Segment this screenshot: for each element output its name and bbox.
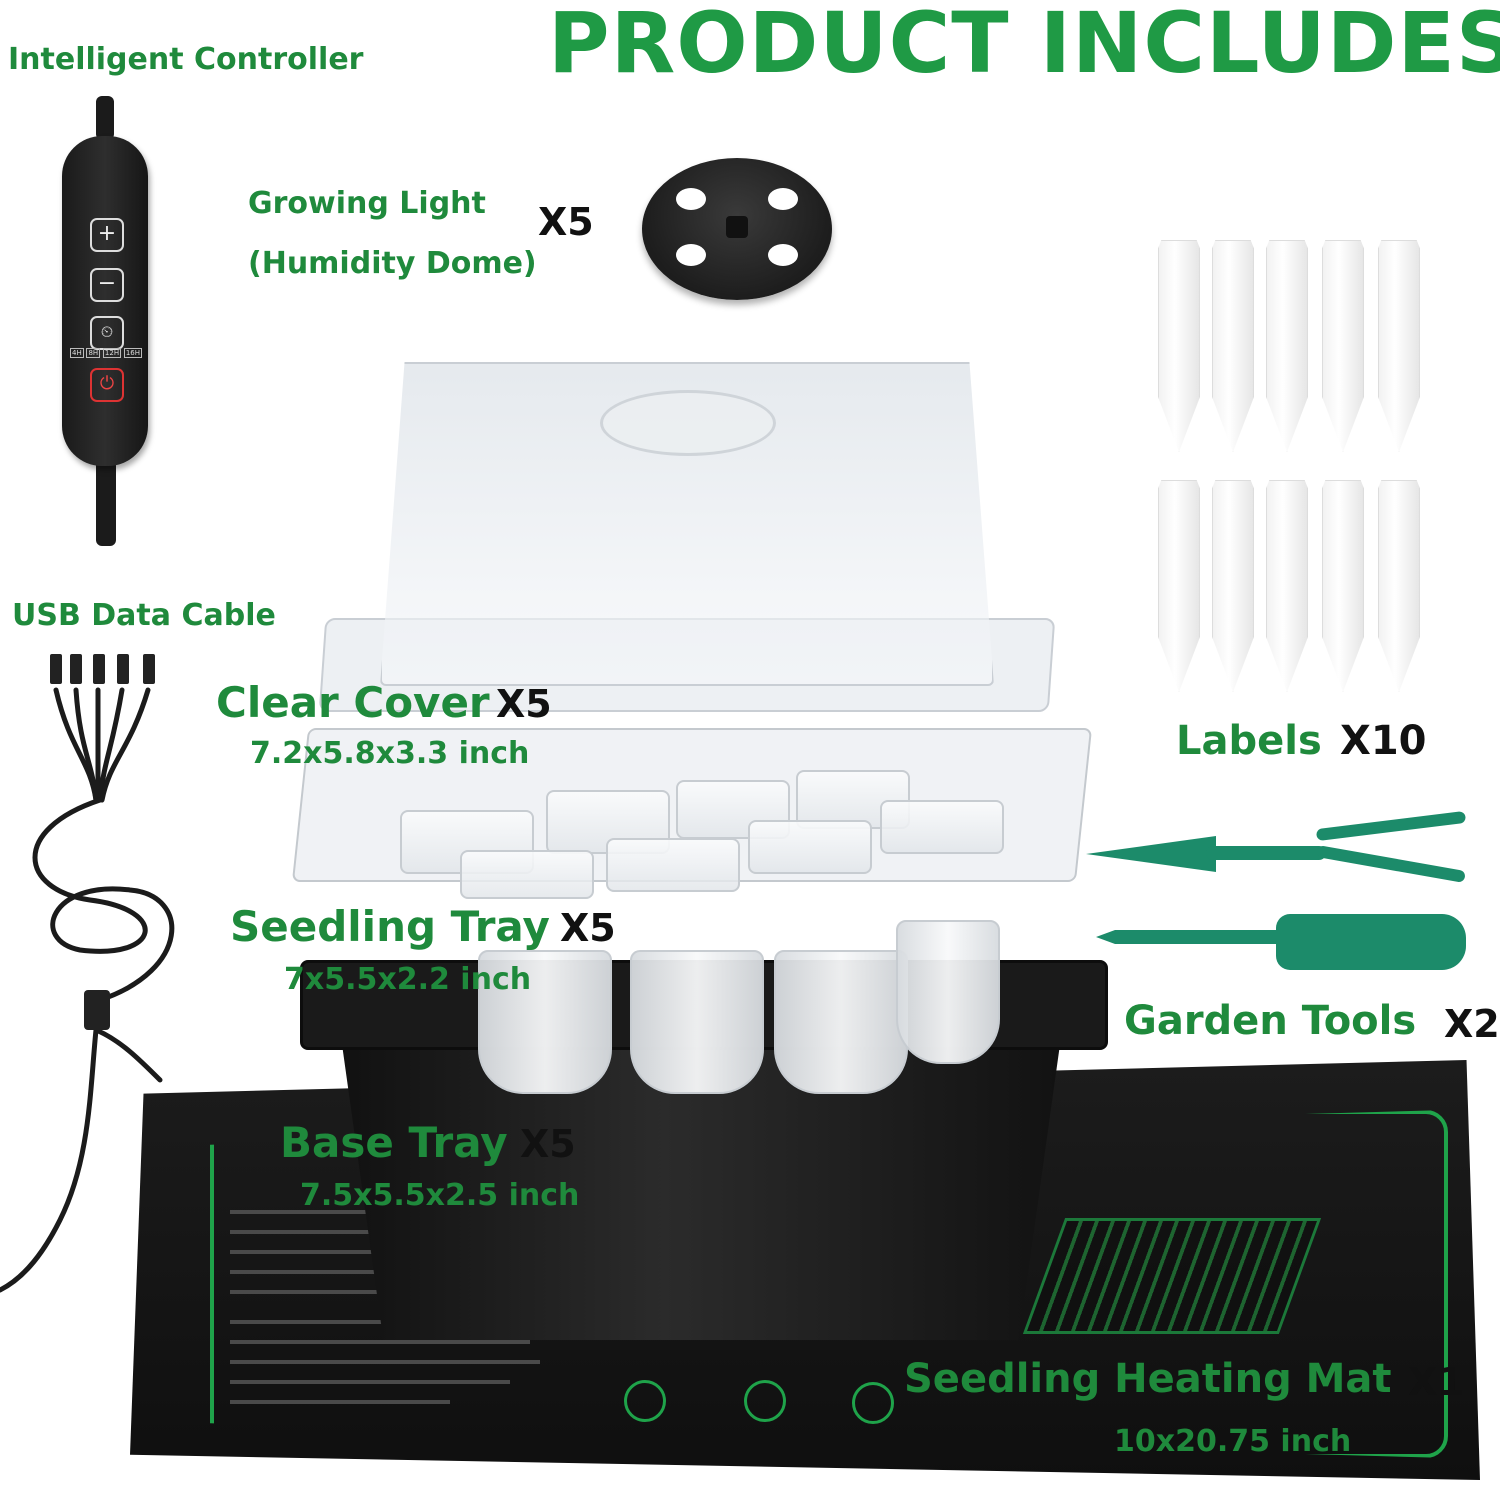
controller-cord-bottom [96,460,116,546]
grow-light-disc-image [642,158,832,300]
plant-label-stake [1322,240,1364,452]
trowel-blade [1086,836,1216,872]
flower-icon [744,1380,786,1422]
seedling-tray-qty: X5 [560,906,616,950]
seedling-icon [624,1380,666,1422]
base-tray-size: 7.5x5.5x2.5 inch [300,1178,580,1213]
plant-label-stake [1322,480,1364,692]
growing-light-label: Growing Light [248,186,486,221]
timer-12h: 12H [102,348,122,358]
controller-label: Intelligent Controller [8,42,364,77]
disc-hole [768,244,798,266]
timer-4h: 4H [70,348,84,358]
minus-icon: − [90,268,124,302]
plant-label-stake [1212,480,1254,692]
labels-label: Labels [1176,718,1322,764]
usb-plug [93,654,105,684]
base-tray-qty: X5 [520,1122,576,1166]
fork-prong [1315,810,1467,842]
clear-cover-vent [600,390,776,456]
tray-cell [460,850,594,899]
trowel-handle [1206,846,1326,860]
tray-cell [748,820,872,874]
tray-cell [606,838,740,892]
base-tray-label: Base Tray [280,1118,508,1167]
scoop-head [1276,914,1466,970]
fork-prong [1316,845,1466,883]
page-title: PRODUCT INCLUDES [548,0,1500,92]
timer-16h: 16H [123,348,142,358]
plant-label-stake [1158,480,1200,692]
plus-icon: + [90,218,124,252]
scoop-handle [1096,930,1286,944]
usb-plug [70,654,82,684]
seedling-tray-label: Seedling Tray [230,902,550,951]
disc-hole [768,188,798,210]
plant-label-stake [1378,480,1420,692]
timer-options: 4H 8H 12H 16H [70,348,142,358]
seedling-tray-size: 7x5.5x2.2 inch [284,962,532,997]
controller-cord-top [96,96,114,140]
tray-cell [880,800,1004,854]
garden-tools-qty: X2 [1444,1002,1500,1046]
usb-cable-label: USB Data Cable [12,598,276,633]
tray-cell [896,920,1000,1064]
usb-cable-image [0,687,175,1293]
garden-tools-label: Garden Tools [1124,998,1417,1044]
plant-label-stake [1378,240,1420,452]
disc-hole [676,244,706,266]
tray-cell [774,950,908,1094]
timer-8h: 8H [86,348,101,358]
labels-qty: X10 [1340,718,1427,764]
controller-image: + − ⏲ 4H 8H 12H 16H ⏻ [62,136,148,466]
growing-light-sublabel: (Humidity Dome) [248,246,537,281]
disc-hole [676,188,706,210]
plant-label-stake [1266,240,1308,452]
power-icon: ⏻ [90,368,124,402]
plant-label-stake [1212,240,1254,452]
labels-image [1150,238,1450,698]
clear-cover-label: Clear Cover [216,678,490,727]
growing-light-qty: X5 [538,200,594,244]
timer-icon: ⏲ [90,316,124,350]
tray-cell [478,950,612,1094]
usb-plug [143,654,155,684]
disc-center [726,216,748,238]
heating-mat-qty: X1 [1408,1360,1464,1404]
plant-label-stake [1158,240,1200,452]
heating-mat-label: Seedling Heating Mat [904,1356,1392,1402]
heating-mat-size: 10x20.75 inch [1114,1424,1352,1459]
tray-cell [630,950,764,1094]
usb-plug [117,654,129,684]
fruit-icon [852,1382,894,1424]
usb-plug [50,654,62,684]
clear-cover-qty: X5 [496,682,552,726]
garden-tools-image [1086,810,1476,990]
clear-cover-size: 7.2x5.8x3.3 inch [250,736,530,771]
plant-label-stake [1266,480,1308,692]
heating-mat-tray-graphic [1022,1218,1322,1334]
